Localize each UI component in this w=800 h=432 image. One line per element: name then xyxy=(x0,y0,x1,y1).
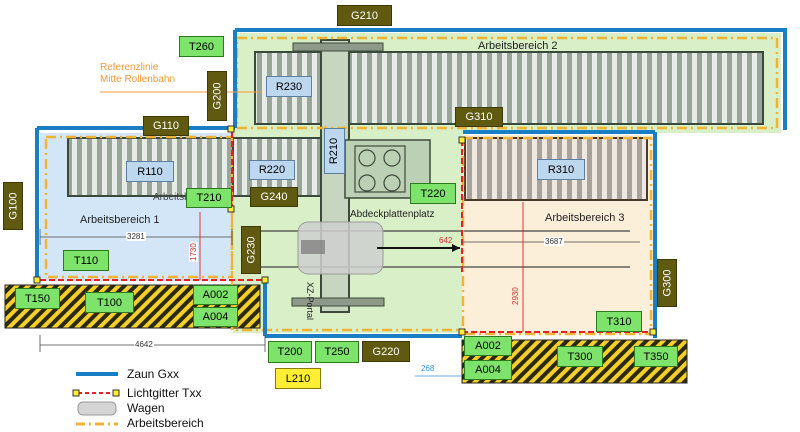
dimension-lines-red xyxy=(199,202,524,332)
light-curtain-tag-a004-left: A004 xyxy=(193,307,238,327)
conveyor-tag-r310: R310 xyxy=(537,159,585,180)
conveyor-tag-r210: R210 xyxy=(324,128,345,174)
legend-cart-label: Wagen xyxy=(127,401,165,415)
fence-tag-g100-text: G100 xyxy=(7,192,20,220)
light-curtain-tag-t110: T110 xyxy=(63,250,109,271)
work-area-fragment-label: Arbeitsb xyxy=(153,192,190,203)
reference-line-label-1: Referenzlinie xyxy=(100,62,159,73)
dimension-4642: 4642 xyxy=(134,340,154,349)
fence-tag-g300-text: G300 xyxy=(661,269,674,297)
dimension-642: 642 xyxy=(439,236,453,245)
light-curtain-tag-t350: T350 xyxy=(634,346,678,367)
dimension-2930: 2930 xyxy=(511,287,520,305)
work-area-2-label: Arbeitsbereich 2 xyxy=(478,40,558,52)
fence-tag-g200: G200 xyxy=(207,71,227,121)
light-curtain-tag-a002-right: A002 xyxy=(464,336,512,356)
fence-tag-g300: G300 xyxy=(657,259,677,307)
dimension-1730: 1730 xyxy=(189,242,198,262)
work-area-1-label: Arbeitsbereich 1 xyxy=(80,214,160,226)
fence-tag-g230-text: G230 xyxy=(245,236,258,264)
light-curtain-tag-t260: T260 xyxy=(179,36,224,57)
light-curtain-tag-t210: T210 xyxy=(186,188,232,208)
fence-tag-g200-text: G200 xyxy=(211,82,224,110)
portal-grippers xyxy=(354,145,406,193)
light-curtain-tag-t310: T310 xyxy=(596,311,642,332)
dimension-3281: 3281 xyxy=(126,232,146,241)
fence-tag-g310: G310 xyxy=(455,107,503,127)
legend-work-area-label: Arbeitsbereich xyxy=(127,416,204,430)
fence-tag-g240: G240 xyxy=(250,187,298,207)
fence-tag-g210: G210 xyxy=(337,5,392,26)
reference-line-label-2: Mitte Rollenbahn xyxy=(100,74,176,85)
light-curtain-tag-t220: T220 xyxy=(410,183,456,204)
fence-tag-g100: G100 xyxy=(3,182,23,230)
cover-plate-area-label: Abdeckplattenplatz xyxy=(350,209,435,220)
light-curtain-tag-a002-left: A002 xyxy=(193,285,238,305)
xz-portal-label: XZ-Portal xyxy=(305,282,315,321)
conveyor-tag-r230: R230 xyxy=(266,76,312,97)
dimension-268: 268 xyxy=(420,364,436,373)
light-curtain-tag-t250: T250 xyxy=(315,341,359,363)
fence-tag-g110: G110 xyxy=(143,116,189,136)
light-curtain-tag-a004-right: A004 xyxy=(464,360,512,380)
work-area-3-label: Arbeitsbereich 3 xyxy=(545,212,625,224)
legend-light-curtain-label: Lichtgitter Txx xyxy=(127,386,202,400)
conveyor-tag-r110: R110 xyxy=(126,161,174,182)
conveyor-tag-r210-text: R210 xyxy=(328,137,341,165)
fence-tag-g230: G230 xyxy=(241,226,261,274)
tag-l210: L210 xyxy=(275,368,321,389)
fence-tag-g220: G220 xyxy=(362,341,410,362)
conveyor-tag-r220: R220 xyxy=(249,160,295,180)
fences xyxy=(35,28,787,338)
light-curtain-tag-t300: T300 xyxy=(557,346,603,367)
portal-rail-top xyxy=(292,42,384,52)
light-curtain-tag-t150: T150 xyxy=(15,288,60,309)
light-curtains xyxy=(40,132,655,333)
legend-fence-label: Zaun Gxx xyxy=(127,367,180,381)
legend-light-curtain-symbol xyxy=(72,389,120,397)
light-curtain-tag-t100: T100 xyxy=(85,292,134,313)
dimension-3687: 3687 xyxy=(544,237,564,246)
portal-rail-bottom xyxy=(291,297,385,307)
legend-cart-symbol xyxy=(77,401,117,416)
light-curtain-tag-t200: T200 xyxy=(268,341,312,363)
